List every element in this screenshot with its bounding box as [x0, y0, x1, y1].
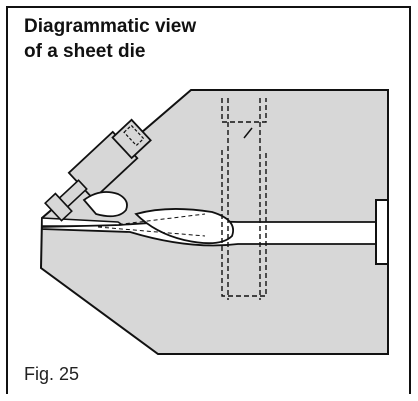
figure-caption: Fig. 25 [24, 364, 80, 384]
flexible-lip [82, 191, 128, 218]
bolt-cap [111, 118, 152, 160]
adjusting-bolt-assembly [44, 118, 152, 222]
vertical-bolt-head [221, 150, 267, 297]
figure-title-line-1: Diagrammatic view [24, 16, 197, 37]
vertical-bolt-upper [221, 98, 267, 123]
figure-frame [6, 6, 411, 394]
vertical-bolt-slot [243, 127, 253, 139]
figure-title: Diagrammatic view of a sheet die [24, 14, 324, 64]
bolt-nut [44, 192, 73, 222]
vertical-bolt-shaft [227, 98, 261, 300]
figure-title-line-2: of a sheet die [24, 41, 146, 62]
manifold [134, 208, 234, 245]
end-flange [375, 199, 389, 265]
choke-lines [97, 213, 206, 237]
bolt-cap-inner [123, 124, 145, 147]
